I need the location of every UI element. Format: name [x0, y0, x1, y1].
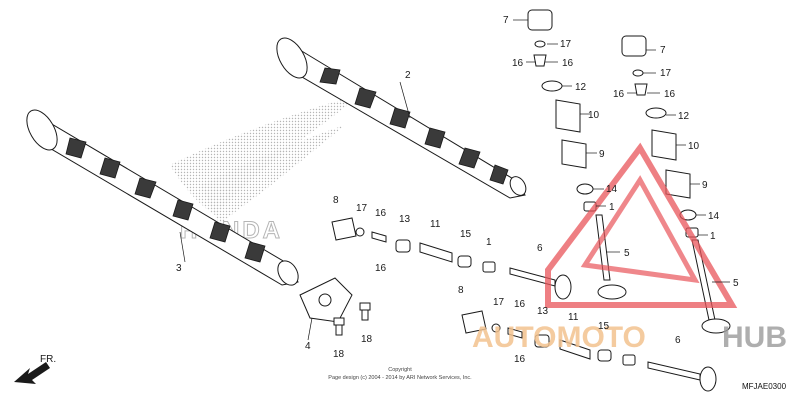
callout-label-15: 15 — [460, 229, 472, 240]
callout-label-16: 16 — [562, 58, 574, 69]
callout-label-9: 9 — [599, 149, 605, 160]
watermark-text-left: AUTOMOTO — [472, 321, 646, 354]
camshaft-exhaust — [276, 37, 527, 199]
callout-label-4: 4 — [305, 341, 311, 352]
callout-label-8: 8 — [333, 195, 339, 206]
callout-label-1: 1 — [710, 231, 716, 242]
callout-label-1: 1 — [486, 237, 492, 248]
valve-train-middle — [331, 217, 572, 300]
callout-label-14: 14 — [606, 184, 618, 195]
valve-stack-left — [527, 9, 627, 300]
callout-label-9: 9 — [702, 180, 708, 191]
callout-label-16: 16 — [664, 89, 676, 100]
copyright-line-1: Copyright — [388, 367, 412, 373]
callout-label-17: 17 — [560, 39, 572, 50]
front-arrow: FR. — [14, 354, 56, 384]
callout-label-13: 13 — [537, 306, 549, 317]
callout-label-18: 18 — [333, 349, 345, 360]
camshaft-intake — [26, 109, 299, 286]
callout-label-11: 11 — [430, 219, 441, 230]
callout-label-6: 6 — [675, 335, 681, 346]
watermark-text-right: HUB — [722, 321, 787, 354]
copyright-line-2: Page design (c) 2004 - 2014 by ARI Netwo… — [328, 375, 472, 381]
valve-train-bottom — [461, 310, 717, 392]
callout-label-10: 10 — [588, 110, 600, 121]
callout-label-11: 11 — [568, 312, 579, 323]
front-label: FR. — [40, 354, 56, 365]
callout-label-12: 12 — [575, 82, 587, 93]
callout-label-7: 7 — [660, 45, 666, 56]
callout-label-16: 16 — [375, 263, 387, 274]
callout-label-1: 1 — [609, 202, 615, 213]
callout-label-16: 16 — [375, 208, 387, 219]
callout-label-8: 8 — [458, 285, 464, 296]
callout-label-16: 16 — [514, 299, 526, 310]
callout-label-16: 16 — [512, 58, 524, 69]
callout-label-12: 12 — [678, 111, 690, 122]
callout-label-14: 14 — [708, 211, 720, 222]
callout-label-13: 13 — [399, 214, 411, 225]
callout-label-5: 5 — [733, 278, 739, 289]
watermark: AUTOMOTO HUB — [472, 142, 787, 354]
callout-label-5: 5 — [624, 248, 630, 259]
callout-label-16: 16 — [514, 354, 526, 365]
leader-lines — [179, 19, 730, 341]
callout-label-3: 3 — [176, 263, 182, 274]
callout-label-18: 18 — [361, 334, 373, 345]
callout-label-2: 2 — [405, 70, 411, 81]
bolt-18-b — [333, 317, 345, 336]
callout-label-16: 16 — [613, 89, 625, 100]
callout-label-6: 6 — [537, 243, 543, 254]
cam-holder-plate — [299, 277, 353, 323]
callout-label-15: 15 — [598, 321, 610, 332]
callout-label-17: 17 — [356, 203, 368, 214]
callout-label-17: 17 — [493, 297, 505, 308]
diagram-code: MFJAE0300 — [742, 382, 787, 391]
callout-label-17: 17 — [660, 68, 672, 79]
callout-label-7: 7 — [503, 15, 509, 26]
bolt-18-a — [359, 302, 371, 321]
valve-stack-right — [621, 35, 731, 334]
part-labels: 7 17 16 16 12 10 9 14 1 5 7 17 16 16 12 … — [176, 15, 739, 365]
callout-label-10: 10 — [688, 141, 700, 152]
